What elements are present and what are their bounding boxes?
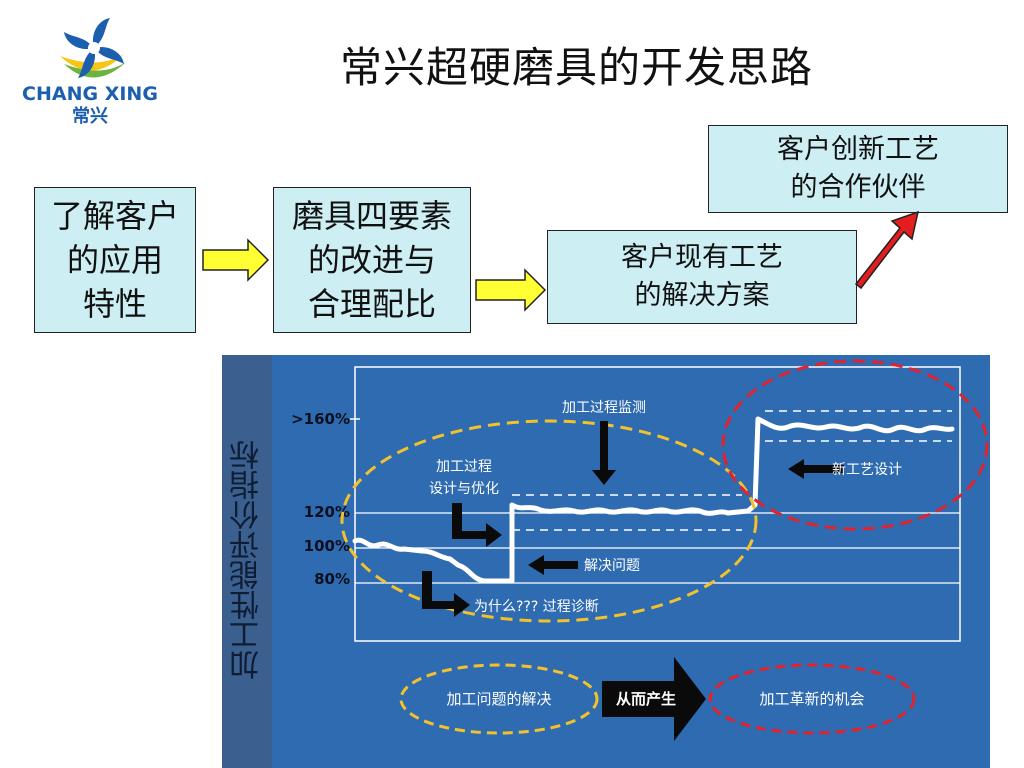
innovation-ellipse [721, 359, 989, 531]
flow-box-line: 了解客户 [50, 197, 179, 235]
left-arrow-icon [528, 555, 578, 575]
annotation-design-line2: 设计与优化 [429, 481, 499, 497]
y-tick-label: 80% [314, 570, 350, 588]
annotation-monitoring: 加工过程监测 [562, 400, 646, 416]
annotation-design-line1: 加工过程 [436, 459, 492, 475]
flow-box-line: 客户创新工艺 [777, 134, 939, 165]
flow-box-line: 的解决方案 [634, 280, 770, 311]
bent-arrow-icon [422, 571, 470, 617]
big-right-arrow-icon [602, 657, 706, 741]
flow-box-line: 特性 [82, 285, 147, 323]
bottom-right-ellipse [708, 663, 916, 735]
flow-box-innovation-partner: 客户创新工艺 的合作伙伴 [708, 125, 1008, 213]
performance-curve [352, 416, 955, 584]
red-diagonal-arrow-icon [854, 210, 920, 290]
slide-title: 常兴超硬磨具的开发思路 [340, 43, 814, 92]
bottom-right-text: 加工革新的机会 [759, 690, 864, 708]
bottom-middle-text: 从而产生 [616, 690, 676, 708]
flow-box-line: 合理配比 [307, 285, 436, 323]
flow-box-line: 磨具四要素 [291, 197, 452, 235]
bent-arrow-icon [452, 503, 502, 547]
logo-text-en: CHANG XING [22, 83, 158, 105]
y-tick-label: 100% [304, 537, 350, 555]
annotation-solve: 解决问题 [584, 558, 640, 574]
logo-text-cn: 常兴 [72, 105, 108, 127]
changxing-logo: CHANG XING 常兴 [22, 12, 158, 127]
performance-diagram: >160% 120% 100% 80% 加工过程监测 加工过程 设计与优化 解决… [222, 355, 990, 768]
flow-box-four-elements: 磨具四要素 的改进与 合理配比 [273, 187, 471, 333]
bottom-left-text: 加工问题的解决 [446, 690, 551, 708]
flow-box-line: 的合作伙伴 [790, 172, 926, 203]
flow-box-line: 的应用 [66, 241, 163, 279]
y-tick-label: 120% [304, 503, 350, 521]
annotation-diagnose: 为什么??? 过程诊断 [474, 599, 599, 615]
pinwheel-logo-icon [58, 12, 130, 84]
y-tick-label: >160% [291, 410, 350, 428]
yellow-arrow-icon [202, 238, 270, 282]
vertical-axis-label: 加工性能评价指标 [230, 440, 265, 680]
flow-box-understand-customer: 了解客户 的应用 特性 [34, 187, 196, 333]
problem-solving-ellipse [340, 419, 758, 623]
flow-box-line: 的改进与 [307, 241, 436, 279]
flow-box-line: 客户现有工艺 [621, 242, 783, 273]
down-arrow-icon [592, 421, 616, 485]
yellow-arrow-icon [475, 268, 547, 312]
flow-box-current-process-solution: 客户现有工艺 的解决方案 [547, 230, 857, 324]
bottom-left-ellipse [399, 663, 599, 735]
left-arrow-icon [788, 459, 844, 479]
annotation-new-process: 新工艺设计 [832, 462, 902, 478]
